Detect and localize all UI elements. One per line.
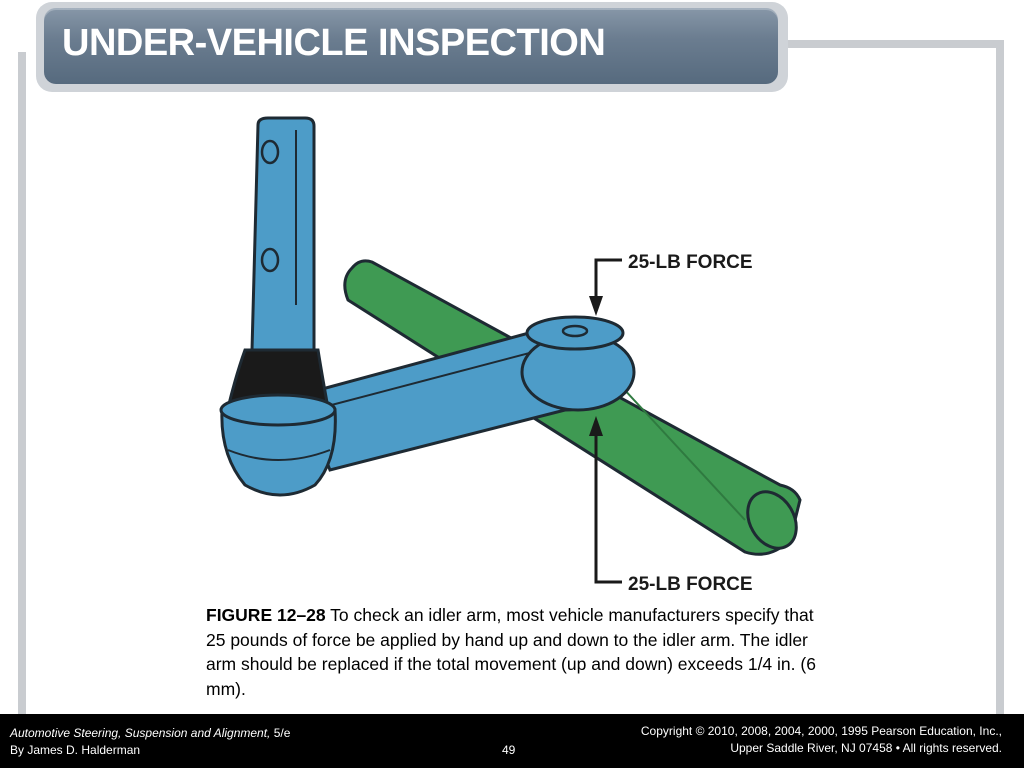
footer-author: By James D. Halderman (10, 743, 141, 757)
force-label-top: 25-LB FORCE (628, 252, 753, 273)
footer-edition: 5/e (270, 726, 291, 740)
footer-book-title: Automotive Steering, Suspension and Alig… (10, 726, 271, 740)
slide-title: UNDER-VEHICLE INSPECTION (62, 22, 606, 64)
slide-frame-right (996, 40, 1004, 716)
force-arrow-top (589, 258, 622, 316)
page-number: 49 (502, 743, 516, 757)
force-arrow-bottom (589, 416, 622, 584)
footer-copyright-line-1: Copyright © 2010, 2008, 2004, 2000, 1995… (640, 724, 1002, 738)
idler-arm-illustration: 25-LB FORCE 25-LB FORCE (219, 116, 802, 595)
slide-frame-top (760, 40, 1004, 48)
title-bar (44, 8, 778, 84)
idler-arm (219, 116, 636, 497)
figure-caption-text: To check an idler arm, most vehicle manu… (206, 605, 816, 699)
figure-caption: FIGURE 12–28 To check an idler arm, most… (206, 603, 826, 701)
footer-bar: Automotive Steering, Suspension and Alig… (0, 714, 1024, 768)
footer-book-line: Automotive Steering, Suspension and Alig… (10, 726, 290, 740)
footer-copyright-line-2: Upper Saddle River, NJ 07458 • All right… (730, 741, 1002, 755)
slide-frame-left (18, 52, 26, 714)
force-label-bottom: 25-LB FORCE (628, 574, 753, 595)
figure-number: FIGURE 12–28 (206, 605, 326, 625)
